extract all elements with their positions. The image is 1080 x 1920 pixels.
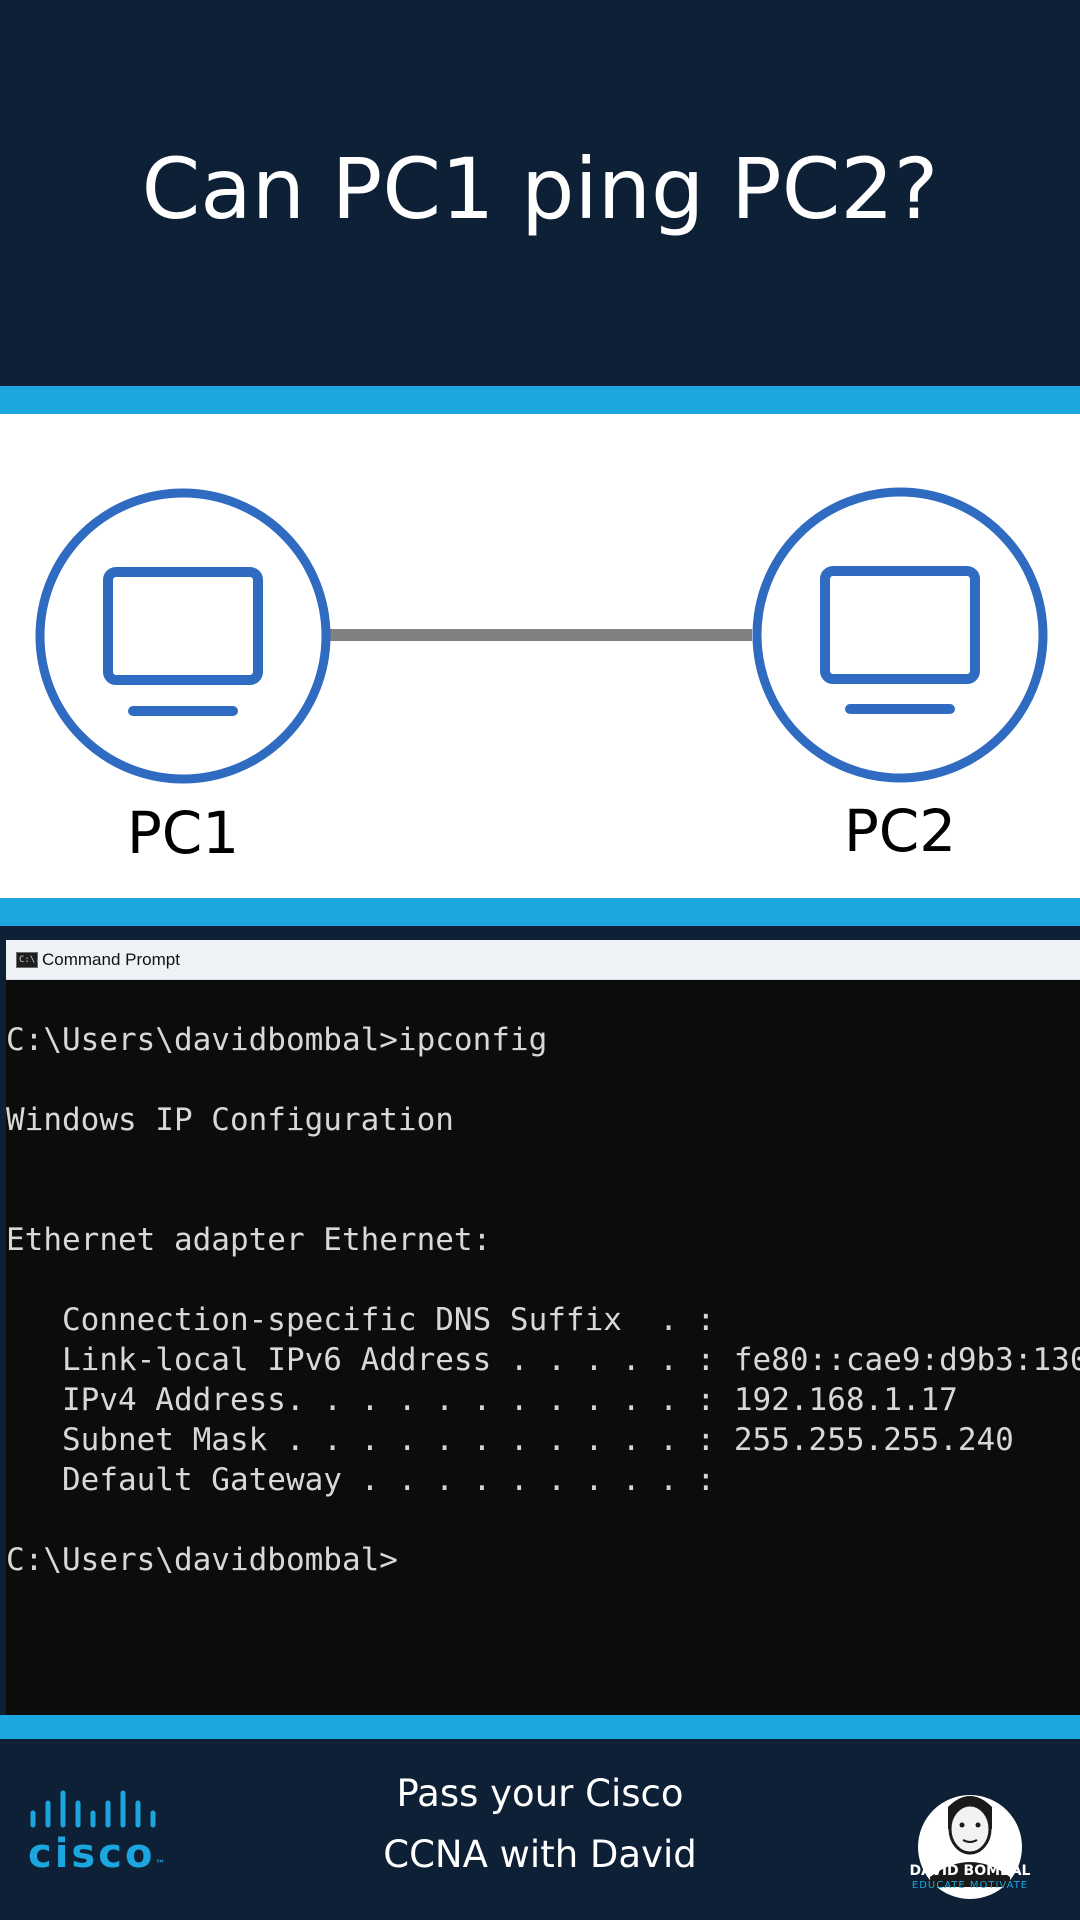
header-banner: Can PC1 ping PC2? <box>0 0 1080 386</box>
network-diagram-svg <box>35 487 1048 784</box>
footer-tagline-line2: CCNA with David <box>383 1833 697 1876</box>
presenter-portrait-icon <box>918 1795 1022 1899</box>
cisco-wordmark: cisco™ <box>28 1831 166 1877</box>
accent-stripe-bottom <box>0 1715 1080 1739</box>
pc2-monitor-icon <box>820 566 980 714</box>
terminal-line-default-gateway: Default Gateway . . . . . . . . . : <box>6 1462 716 1498</box>
terminal-line-prompt[interactable]: C:\Users\davidbombal> <box>6 1542 398 1578</box>
terminal-icon-text: C:\. <box>19 955 41 965</box>
footer-banner: cisco™ Pass your Cisco CCNA with David D… <box>0 1739 1080 1920</box>
accent-stripe-top <box>0 386 1080 414</box>
brand-name: DAVID BOMBAL <box>909 1863 1031 1879</box>
cisco-logo: cisco™ <box>28 1789 178 1879</box>
pc1-monitor-icon <box>103 567 263 716</box>
terminal-line-ipv4: IPv4 Address. . . . . . . . . . . : 192.… <box>6 1382 958 1418</box>
terminal-line-heading: Windows IP Configuration <box>6 1102 454 1138</box>
terminal-line-ipv6: Link-local IPv6 Address . . . . . : fe80… <box>6 1342 1080 1378</box>
footer-tagline-line1: Pass your Cisco <box>396 1772 684 1815</box>
pc1-node-ring <box>35 488 331 784</box>
command-prompt-window[interactable]: C:\. Command Prompt C:\Users\davidbombal… <box>6 940 1080 1715</box>
pc1-node <box>35 488 331 784</box>
pc1-label: PC1 <box>126 799 240 867</box>
cisco-bars-icon <box>30 1790 156 1828</box>
terminal-line-prompt-command: C:\Users\davidbombal>ipconfig <box>6 1022 548 1058</box>
network-diagram: PC1 PC2 <box>0 414 1080 898</box>
command-prompt-title: Command Prompt <box>42 950 180 969</box>
pc2-label: PC2 <box>843 797 957 865</box>
cmd-window-gap <box>0 926 1080 940</box>
terminal-line-dns-suffix: Connection-specific DNS Suffix . : <box>6 1302 716 1338</box>
command-prompt-titlebar[interactable]: C:\. Command Prompt <box>6 940 1080 980</box>
brand-tagline: EDUCATE MOTIVATE <box>911 1880 1029 1891</box>
accent-stripe-middle <box>0 898 1080 926</box>
pc2-node <box>752 487 1048 783</box>
terminal-line-adapter: Ethernet adapter Ethernet: <box>6 1222 492 1258</box>
terminal-icon: C:\. <box>16 952 41 968</box>
terminal-line-subnet-mask: Subnet Mask . . . . . . . . . . . : 255.… <box>6 1422 1014 1458</box>
david-bombal-logo: DAVID BOMBAL EDUCATE MOTIVATE <box>900 1767 1040 1917</box>
pc2-node-ring <box>752 487 1048 783</box>
page-title: Can PC1 ping PC2? <box>141 140 939 238</box>
